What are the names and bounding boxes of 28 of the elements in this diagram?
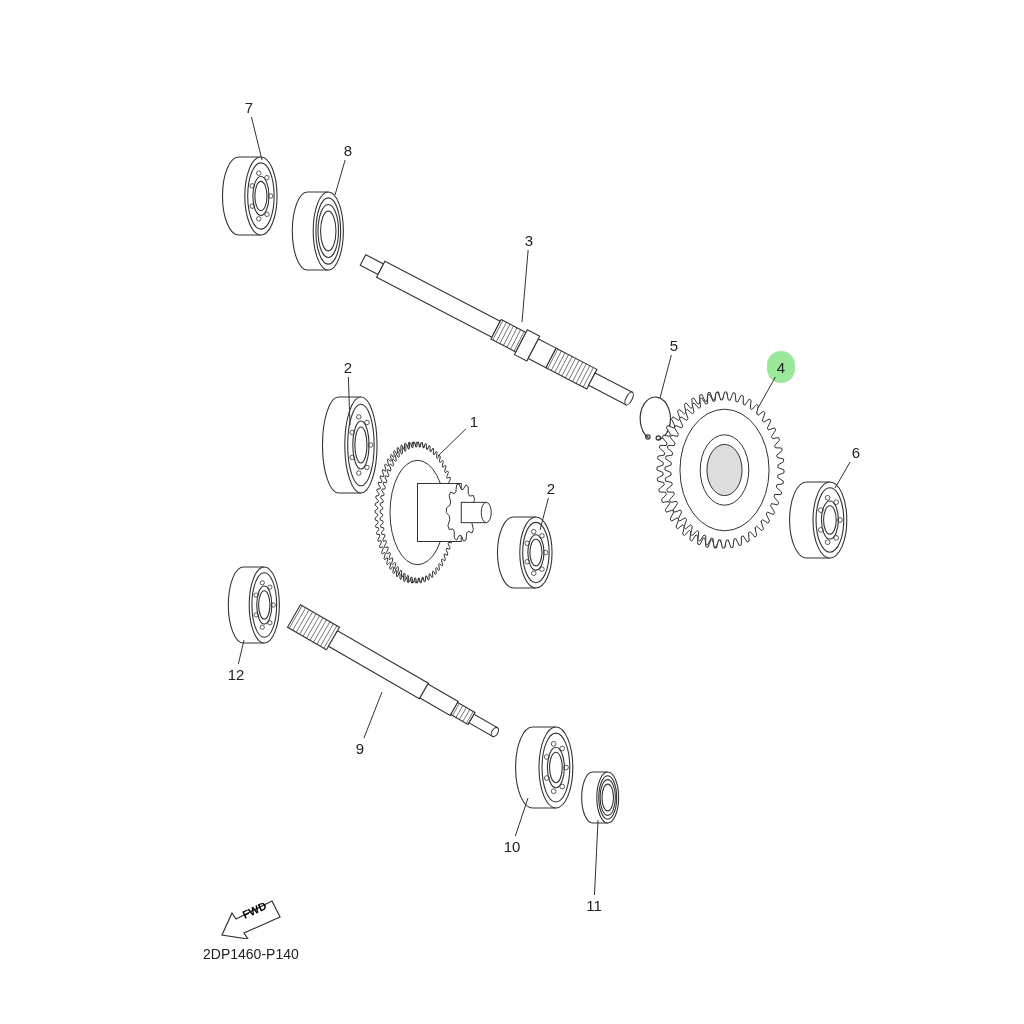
direction-label: FWD <box>240 900 269 921</box>
leader-line <box>237 639 245 665</box>
callout-number: 3 <box>521 230 537 250</box>
callout-number: 9 <box>352 738 368 758</box>
callout-number: 1 <box>466 411 482 431</box>
callout-number: 2 <box>543 478 559 498</box>
callout-number: 7 <box>241 97 257 117</box>
callout-number: 4 <box>767 351 795 383</box>
callout-number: 10 <box>500 836 524 856</box>
leader-line <box>539 497 549 531</box>
leader-line <box>757 376 776 409</box>
leader-line <box>593 819 599 896</box>
leader-line <box>363 691 383 739</box>
leader-line <box>334 159 346 196</box>
leader-line <box>514 797 529 837</box>
leader-line <box>347 376 351 426</box>
leader-line <box>834 461 851 489</box>
leader-line <box>250 116 263 161</box>
callout-number: 2 <box>340 357 356 377</box>
callout-number: 11 <box>582 895 606 915</box>
leader-line <box>659 354 672 399</box>
leader-line <box>437 428 467 457</box>
washer-drawing <box>580 770 622 825</box>
callout-number: 6 <box>848 442 864 462</box>
part-code: 2DP1460-P140 <box>203 947 299 961</box>
callout-number: 8 <box>340 140 356 160</box>
callout-number: 5 <box>666 335 682 355</box>
callout-number: 12 <box>224 664 248 684</box>
